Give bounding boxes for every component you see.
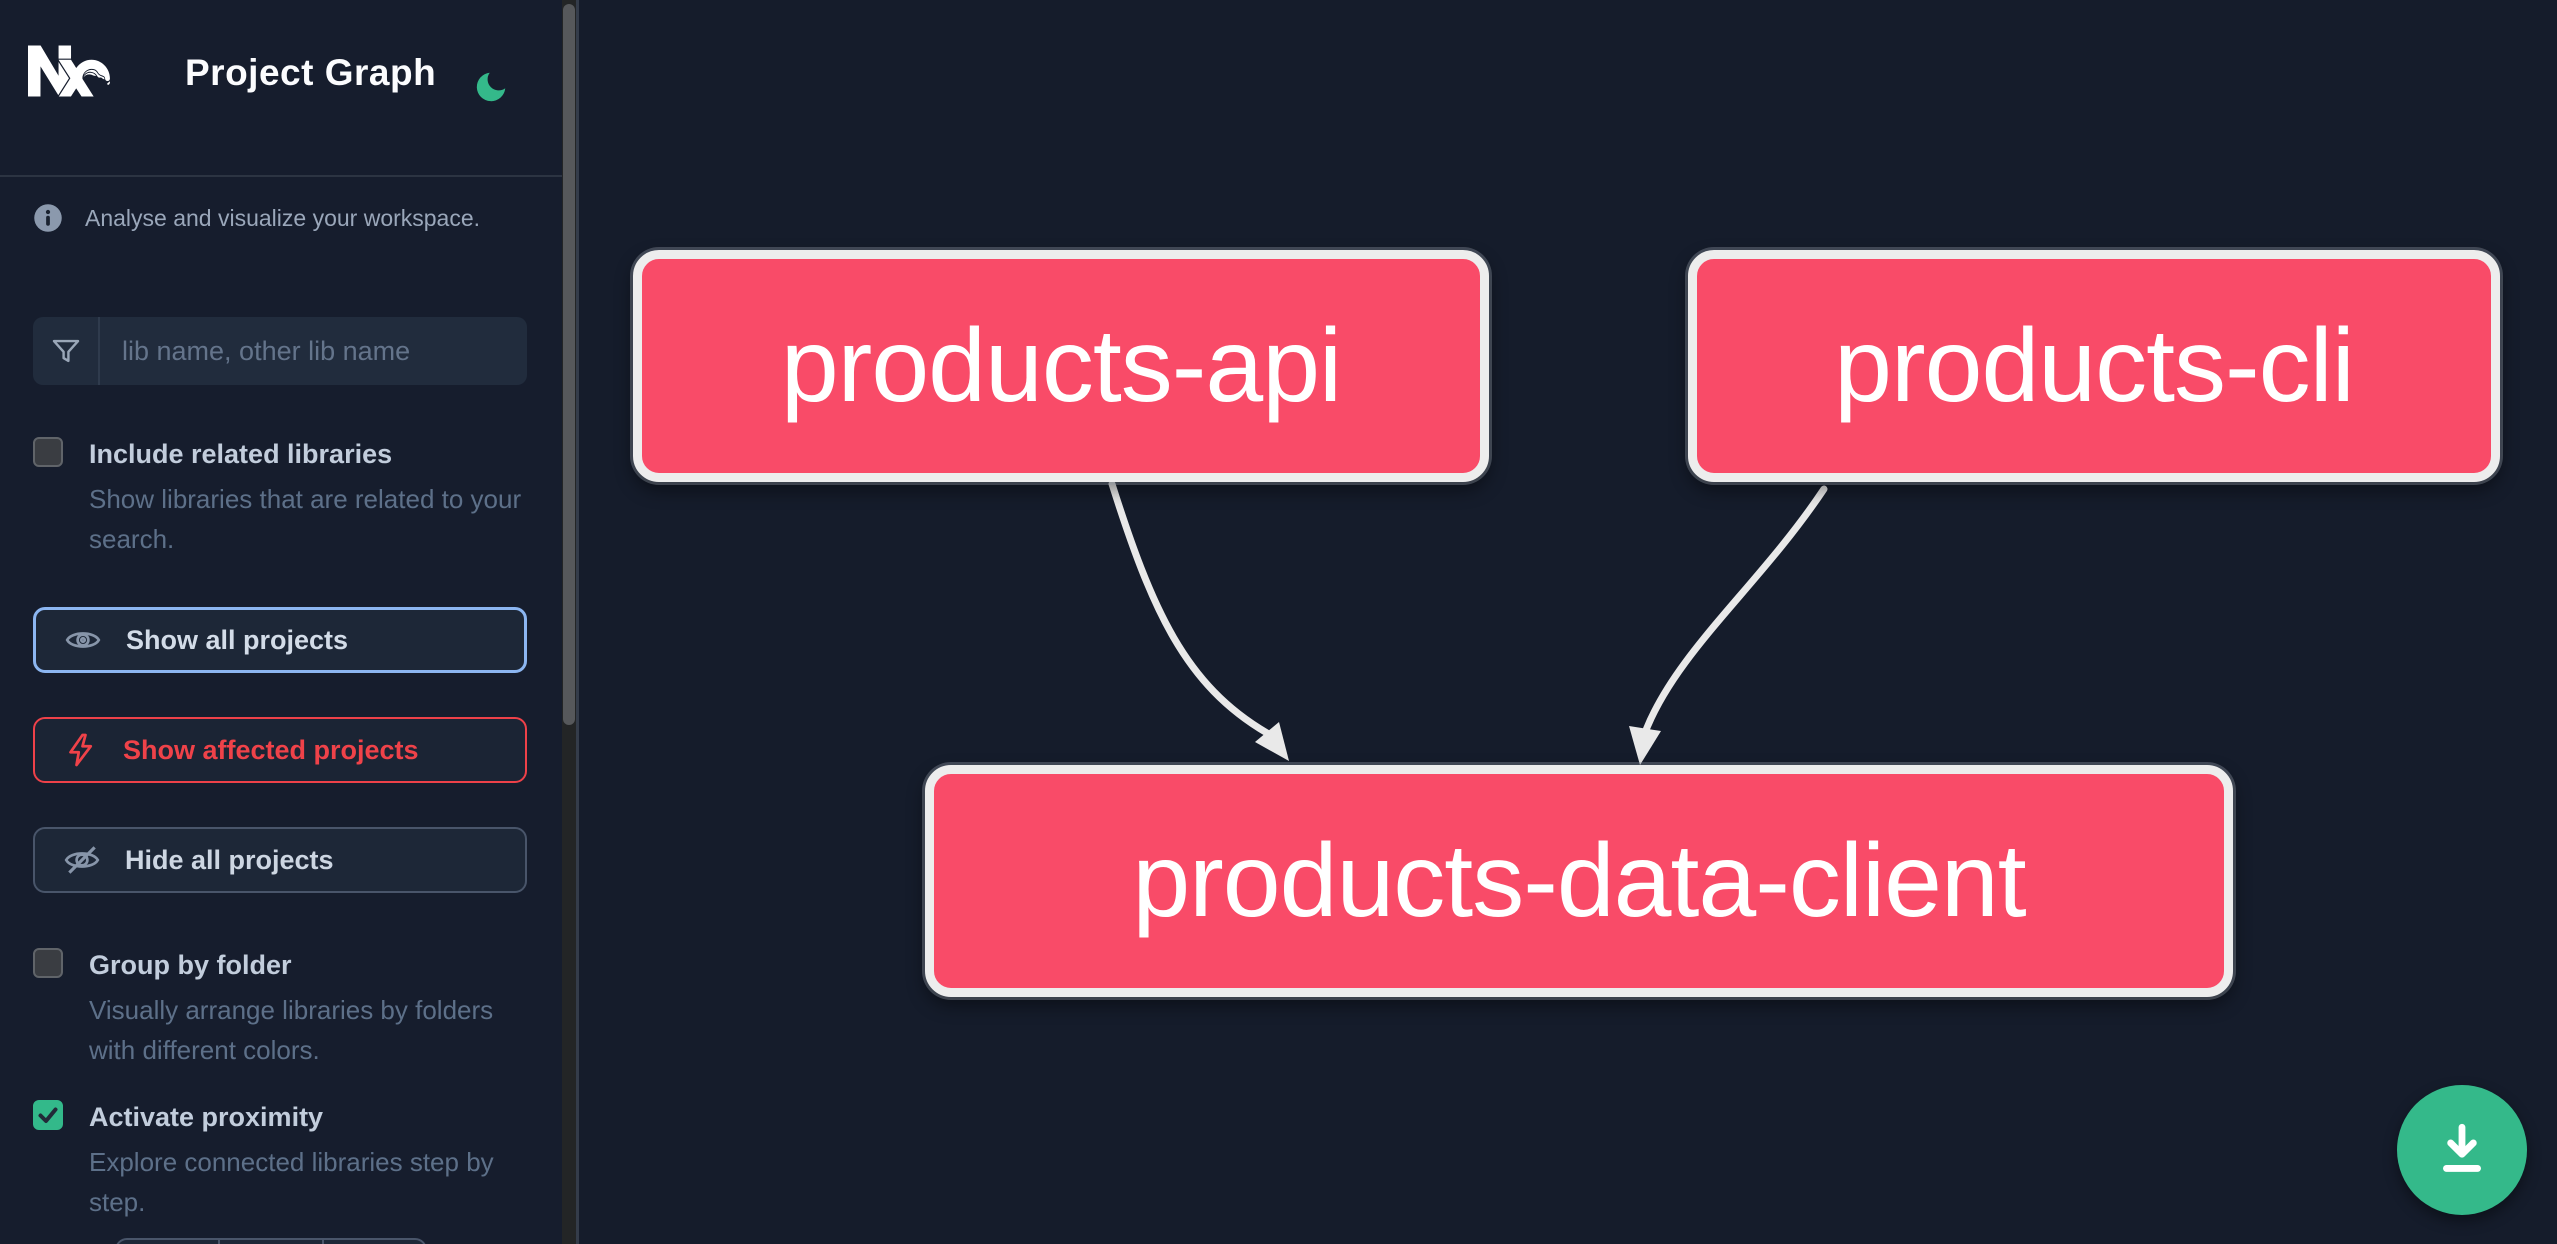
sidebar-border — [576, 0, 579, 1244]
hide-all-projects-label: Hide all projects — [125, 844, 334, 875]
activate-proximity-description: Explore connected libraries step by step… — [89, 1147, 494, 1217]
group-by-folder-checkbox[interactable] — [33, 948, 63, 978]
nx-logo — [28, 45, 110, 97]
moon-icon[interactable] — [472, 68, 510, 106]
include-related-description: Show libraries that are related to your … — [89, 484, 522, 554]
info-icon — [34, 204, 62, 232]
sidebar: Project Graph Analyse and visualize your… — [0, 0, 563, 1244]
option-include-related: Include related libraries Show libraries… — [33, 437, 533, 559]
info-text: Analyse and visualize your workspace. — [85, 204, 481, 231]
group-by-folder-label: Group by folder — [89, 950, 292, 980]
show-all-projects-label: Show all projects — [126, 624, 349, 655]
graph-canvas[interactable] — [579, 0, 2557, 1244]
header-divider — [0, 175, 563, 177]
search-box — [33, 317, 527, 385]
scrollbar-thumb[interactable] — [563, 4, 575, 725]
depth-increment-segment[interactable] — [324, 1240, 425, 1244]
activate-proximity-label: Activate proximity — [89, 1102, 324, 1132]
proximity-depth-control[interactable] — [115, 1238, 427, 1244]
group-by-folder-description: Visually arrange libraries by folders wi… — [89, 995, 494, 1065]
search-input[interactable] — [100, 317, 527, 385]
eye-off-icon — [64, 846, 100, 874]
graph-node-products-cli[interactable]: products-cli — [1688, 250, 2500, 482]
filter-funnel-icon — [52, 339, 79, 363]
show-affected-projects-label: Show affected projects — [123, 734, 419, 765]
workspace-info: Analyse and visualize your workspace. — [33, 203, 480, 233]
download-image-button[interactable] — [2397, 1085, 2527, 1215]
download-icon — [2443, 1123, 2481, 1172]
graph-node-products-api[interactable]: products-api — [633, 250, 1489, 482]
depth-decrement-segment[interactable] — [117, 1240, 221, 1244]
lightning-bolt-icon — [69, 733, 93, 767]
graph-node-products-data-client[interactable]: products-data-client — [925, 765, 2233, 997]
include-related-label: Include related libraries — [89, 439, 393, 469]
option-group-by-folder: Group by folder Visually arrange librari… — [33, 948, 533, 1070]
option-activate-proximity: Activate proximity Explore connected lib… — [33, 1100, 533, 1222]
include-related-checkbox[interactable] — [33, 437, 63, 467]
sidebar-scrollbar[interactable] — [562, 0, 576, 1244]
filter-icon-cell — [33, 317, 100, 385]
activate-proximity-checkbox[interactable] — [33, 1100, 63, 1130]
show-affected-projects-button[interactable]: Show affected projects — [33, 717, 527, 783]
eye-icon — [65, 632, 101, 648]
depth-value-segment — [220, 1240, 324, 1244]
checkmark-icon — [38, 1107, 58, 1123]
hide-all-projects-button[interactable]: Hide all projects — [33, 827, 527, 893]
show-all-projects-button[interactable]: Show all projects — [33, 607, 527, 673]
page-title: Project Graph — [185, 52, 437, 93]
